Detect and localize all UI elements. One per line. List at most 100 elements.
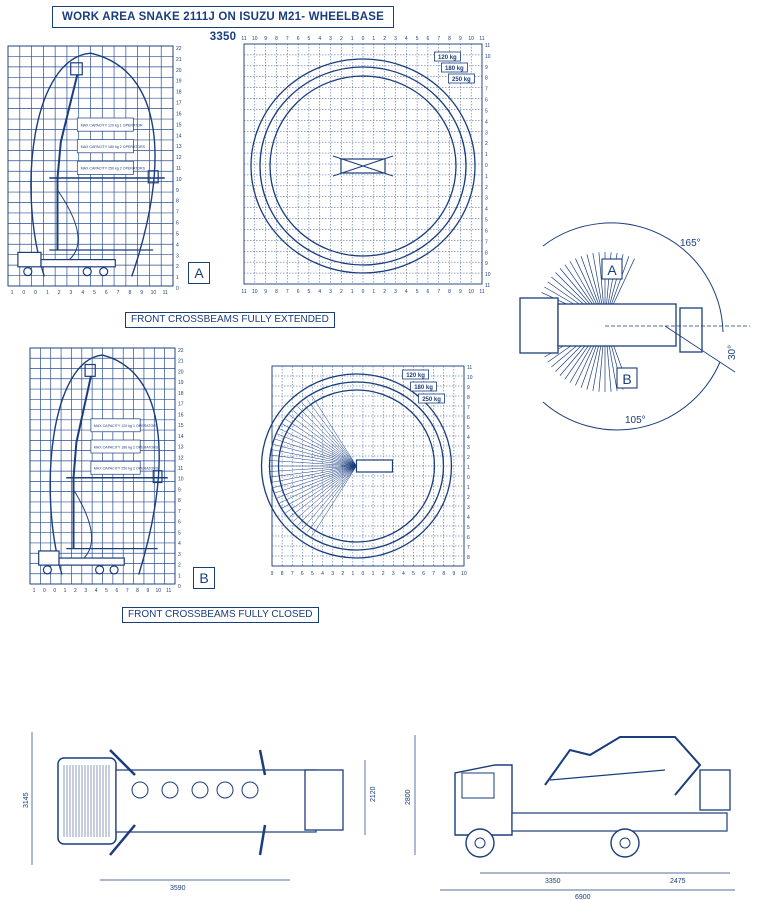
top-tick-label: 5: [308, 36, 311, 42]
x-tick-label: 10: [151, 290, 157, 296]
y-tick-label: 12: [176, 155, 182, 161]
x-tick-label: 10: [156, 588, 162, 594]
top-tick-label: 6: [427, 36, 430, 42]
right-tick-label: 1: [467, 485, 470, 491]
load-label: 180 kg: [414, 385, 433, 391]
x-tick-label: 11: [163, 290, 168, 296]
wheel: [610, 828, 640, 858]
angle-30: 30°: [727, 345, 738, 360]
right-tick-label: 6: [485, 228, 488, 234]
x-tick-label: 7: [126, 588, 129, 594]
bottom-tick-label: 9: [271, 571, 274, 577]
component: [161, 781, 179, 799]
x-tick-label: 4: [95, 588, 98, 594]
truck-plan: [355, 459, 394, 473]
y-tick-label: 21: [176, 57, 182, 63]
reach-envelope: [30, 52, 156, 277]
y-tick-label: 4: [176, 242, 179, 248]
top-tick-label: 0: [362, 36, 365, 42]
y-tick-label: 4: [178, 541, 181, 547]
truck-wheel: [23, 267, 33, 277]
right-tick-label: 8: [485, 76, 488, 82]
truck-wheel: [109, 565, 119, 575]
bottom-tick-label: 3: [329, 289, 332, 295]
y-tick-label: 1: [178, 573, 181, 579]
wheel: [465, 828, 495, 858]
top-tick-label: 10: [468, 36, 474, 42]
right-tick-label: 2: [485, 141, 488, 147]
y-tick-label: 20: [176, 68, 182, 74]
fan-line: [273, 465, 357, 494]
fan-line: [285, 418, 357, 467]
page-title: WORK AREA SNAKE 2111J ON ISUZU M21- WHEE…: [52, 6, 394, 43]
capacity-label-box: [90, 460, 141, 475]
right-tick-label: 11: [485, 283, 490, 289]
y-tick-label: 14: [178, 434, 184, 440]
angle-105: 105°: [625, 415, 646, 426]
x-tick-label: 4: [81, 290, 84, 296]
top-tick-label: 7: [437, 36, 440, 42]
bottom-tick-label: 2: [383, 289, 386, 295]
x-tick-label: 8: [136, 588, 139, 594]
bottom-tick-label: 8: [448, 289, 451, 295]
top-tick-label: 4: [318, 36, 321, 42]
y-tick-label: 3: [178, 552, 181, 558]
x-tick-label: 0: [34, 290, 37, 296]
y-tick-label: 18: [178, 391, 184, 397]
basket-top-view: [304, 769, 344, 831]
right-tick-label: 9: [485, 65, 488, 71]
boom-side: [544, 736, 702, 796]
right-tick-label: 0: [485, 163, 488, 169]
bottom-tick-label: 5: [308, 289, 311, 295]
right-tick-label: 1: [485, 152, 488, 158]
fan-line: [288, 465, 357, 518]
dim-2800: 2800: [405, 789, 412, 805]
right-tick-label: 3: [467, 445, 470, 451]
fan-line: [293, 410, 357, 467]
fan-line: [275, 465, 357, 499]
y-tick-label: 10: [178, 477, 184, 483]
top-tick-label: 3: [394, 36, 397, 42]
capacity-label-box: [90, 439, 141, 454]
basket-side: [152, 470, 163, 484]
bottom-tick-label: 3: [331, 571, 334, 577]
arc-165: [542, 222, 724, 333]
x-tick-label: 3: [84, 588, 87, 594]
load-label: 120 kg: [438, 55, 457, 61]
y-tick-label: 7: [178, 509, 181, 515]
y-tick-label: 6: [178, 520, 181, 526]
inner-envelope: [73, 489, 93, 566]
dim-6900: 6900: [575, 894, 591, 900]
y-tick-label: 10: [176, 177, 182, 183]
capacity-label: MAX CAPACITY 250 kg 2 OPERATORS: [94, 467, 159, 471]
capacity-label: MAX CAPACITY 180 kg 2 OPERATORS: [81, 145, 146, 149]
y-tick-label: 18: [176, 90, 182, 96]
x-tick-label: 9: [147, 588, 150, 594]
right-tick-label: 3: [467, 505, 470, 511]
bottom-tick-label: 5: [311, 571, 314, 577]
right-tick-label: 2: [467, 455, 470, 461]
bottom-tick-label: 7: [286, 289, 289, 295]
outrigger: [332, 155, 394, 177]
top-tick-label: 9: [264, 36, 267, 42]
right-tick-label: 6: [467, 535, 470, 541]
top-tick-label: 2: [383, 36, 386, 42]
bottom-tick-label: 3: [394, 289, 397, 295]
right-tick-label: 5: [485, 218, 488, 224]
boom: [56, 74, 79, 250]
outrigger: [258, 824, 267, 856]
right-tick-label: 5: [467, 425, 470, 431]
top-tick-label: 3: [329, 36, 332, 42]
top-tick-label: 7: [286, 36, 289, 42]
caption-crossbeams-extended: FRONT CROSSBEAMS FULLY EXTENDED: [125, 312, 335, 328]
cab-top: [57, 757, 117, 845]
right-tick-label: 10: [467, 375, 473, 381]
bottom-tick-label: 5: [412, 571, 415, 577]
y-tick-label: 0: [176, 286, 179, 292]
right-tick-label: 2: [485, 185, 488, 191]
top-tick-label: 6: [297, 36, 300, 42]
y-tick-label: 2: [176, 264, 179, 270]
x-tick-label: 0: [53, 588, 56, 594]
load-label: 250 kg: [452, 77, 471, 83]
